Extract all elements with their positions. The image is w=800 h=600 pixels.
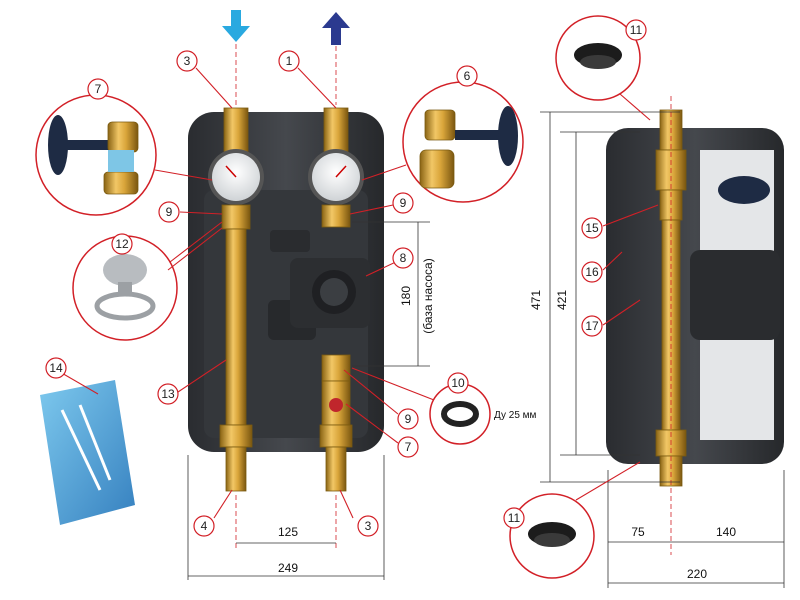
callout-11-bottom: 11: [503, 507, 525, 529]
dim-pump-base: 180: [399, 286, 413, 306]
callout-17: 17: [581, 315, 603, 337]
mounting-kit-bag: [40, 371, 135, 525]
dim-pump-base-note: (база насоса): [421, 258, 435, 333]
svg-text:8: 8: [400, 251, 407, 265]
callout-13: 13: [157, 383, 179, 405]
right-thermometer: [308, 149, 364, 205]
dim-side-offset: 75: [631, 525, 645, 539]
svg-text:10: 10: [451, 376, 465, 390]
callout-1: 1: [278, 50, 300, 72]
svg-text:17: 17: [585, 319, 599, 333]
ball-valve: [321, 380, 351, 426]
detail-gasket-top: [555, 15, 651, 121]
left-bottom-fitting: [225, 446, 247, 492]
right-top-fitting: [323, 107, 349, 155]
svg-text:14: 14: [49, 361, 63, 375]
dim-side-inner: 421: [555, 290, 569, 310]
callout-9-right: 9: [392, 192, 414, 214]
svg-text:16: 16: [585, 265, 599, 279]
svg-text:1: 1: [286, 54, 293, 68]
side-dimensions: 471 421 220 75 140: [529, 111, 785, 588]
callout-16: 16: [581, 261, 603, 283]
detail-valve-right: [361, 81, 524, 203]
detail-valve-left: [35, 94, 213, 216]
side-view: [606, 96, 784, 555]
callout-9-bottom: 9: [397, 408, 419, 430]
callout-8: 8: [392, 247, 414, 269]
callout-7-top: 7: [87, 78, 109, 100]
svg-text:11: 11: [508, 511, 521, 525]
detail-cap: [72, 221, 223, 341]
svg-text:15: 15: [585, 221, 599, 235]
outflow-arrow: [322, 12, 350, 45]
callout-6: 6: [456, 65, 478, 87]
callout-2: 3: [176, 50, 198, 72]
svg-text:7: 7: [95, 82, 102, 96]
callout-12: 12: [111, 233, 133, 255]
svg-text:9: 9: [400, 196, 407, 210]
svg-text:3: 3: [365, 519, 372, 533]
detail-gasket: Ду 25 мм: [351, 367, 537, 445]
left-top-fitting: [223, 107, 249, 155]
svg-text:7: 7: [405, 440, 412, 454]
dim-side-rear: 140: [716, 525, 736, 539]
right-bottom-fitting: [325, 446, 347, 492]
callout-14: 14: [45, 357, 67, 379]
callout-9-left: 9: [158, 201, 180, 223]
svg-text:13: 13: [161, 387, 175, 401]
detail-gasket-bottom: [509, 461, 641, 579]
svg-text:12: 12: [115, 237, 129, 251]
callout-10: 10: [447, 372, 469, 394]
dim-side-total: 471: [529, 290, 543, 310]
dim-width: 249: [278, 561, 298, 575]
front-view: [188, 10, 384, 492]
svg-text:9: 9: [166, 205, 173, 219]
dim-side-depth: 220: [687, 567, 707, 581]
svg-text:4: 4: [201, 519, 208, 533]
callout-7-bottom: 7: [397, 436, 419, 458]
left-pipe: [225, 228, 247, 426]
front-dimensions: 249 125 180 (база насоса): [187, 221, 435, 580]
left-thermometer: [208, 149, 264, 205]
callout-15: 15: [581, 217, 603, 239]
callout-leaders: [177, 67, 659, 519]
gasket-size-label: Ду 25 мм: [494, 410, 537, 421]
svg-text:3: 3: [184, 54, 191, 68]
callout-3: 3: [357, 515, 379, 537]
callout-11-top: 11: [625, 19, 647, 41]
callout-badges: 1 3 3 4 6 7 7 8 9 9 9 10 11 11 12 13 14 …: [45, 19, 647, 537]
dim-pipe-spacing: 125: [278, 525, 298, 539]
svg-text:6: 6: [464, 69, 471, 83]
callout-4: 4: [193, 515, 215, 537]
circulation-pump: [290, 258, 370, 328]
svg-text:11: 11: [630, 23, 643, 37]
svg-text:9: 9: [405, 412, 412, 426]
inflow-arrow: [222, 10, 250, 42]
